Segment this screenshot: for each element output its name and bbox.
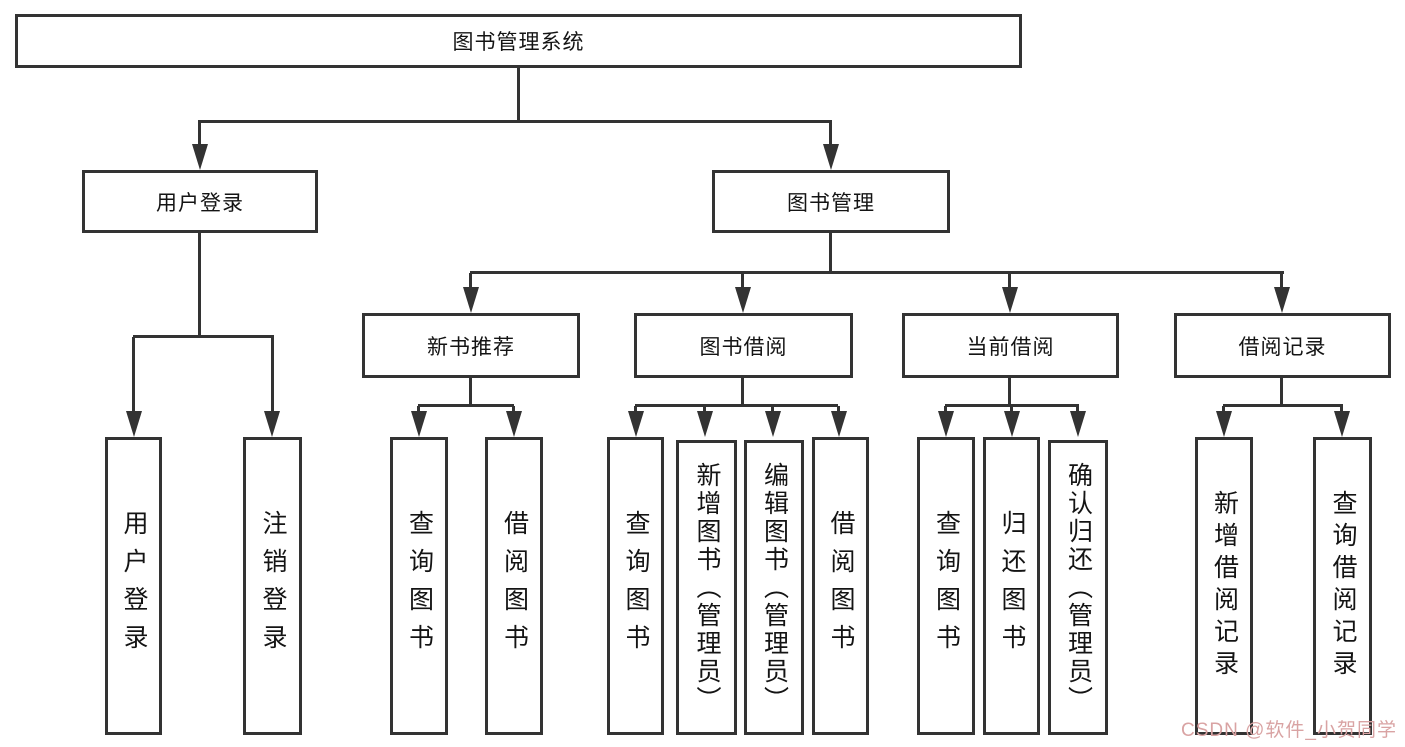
connector-section-stem [741,273,744,291]
node-label: 用户登录 [120,510,148,662]
connector-user-bus [133,335,274,338]
node-label: 注销登录 [259,510,287,662]
arrow-down-icon [192,144,208,170]
node-label: 编辑图书（管理员） [760,461,789,714]
node-logout: 注销登录 [243,437,302,735]
connector-section4-bus [1223,404,1343,407]
node-label: 查询图书 [932,510,961,662]
node-label: 确认归还（管理员） [1064,461,1093,714]
connector-section3-down [1008,378,1011,407]
connector-leaf-stem [944,406,947,415]
connector-leaf-stem [1222,406,1225,415]
connector-section1-bus [418,404,514,407]
arrow-down-icon [1334,411,1350,437]
arrow-down-icon [697,411,713,437]
arrow-down-icon [1274,287,1290,313]
arrow-down-icon [1002,287,1018,313]
connector-leaf-stem [634,406,637,415]
node-book-borrowing: 图书借阅 [634,313,853,378]
node-return-book: 归还图书 [983,437,1040,735]
connector-section4-down [1280,378,1283,407]
node-query-books-2: 查询图书 [607,437,664,735]
connector-user-child-stem [271,337,274,415]
connector-leaf-stem [771,406,774,415]
connector-book-down [829,233,832,273]
connector-leaf-stem [512,406,515,415]
connector-section-stem [469,273,472,291]
connector-book-bus [470,271,1284,274]
arrow-down-icon [411,411,427,437]
node-label: 新增借阅记录 [1210,490,1239,682]
node-label: 新书推荐 [427,335,515,359]
node-query-borrow-record: 查询借阅记录 [1313,437,1372,735]
node-user-login-label: 用户登录 [156,191,244,215]
node-label: 借阅图书 [827,510,855,662]
node-label: 新增图书（管理员） [693,461,721,714]
node-borrowing-records: 借阅记录 [1174,313,1391,378]
connector-root-stem [517,68,520,122]
node-label: 查询借阅记录 [1329,490,1357,682]
node-root: 图书管理系统 [15,14,1022,68]
connector-section-stem [1280,273,1283,291]
arrow-down-icon [126,411,142,437]
connector-leaf-stem [703,406,706,415]
arrow-down-icon [1216,411,1232,437]
node-user-login: 用户登录 [82,170,318,233]
arrow-down-icon [823,144,839,170]
node-new-book-recommendation: 新书推荐 [362,313,580,378]
node-label: 当前借阅 [966,335,1055,359]
node-edit-book-admin: 编辑图书（管理员） [744,440,804,735]
node-current-borrowing: 当前借阅 [902,313,1119,378]
connector-section3-bus [945,404,1079,407]
connector-section2-bus [635,404,838,407]
arrow-down-icon [1070,411,1086,437]
node-user-login-leaf: 用户登录 [105,437,162,735]
connector-section1-down [469,378,472,407]
node-label: 查询图书 [405,510,434,662]
arrow-down-icon [506,411,522,437]
arrow-down-icon [735,287,751,313]
node-book-management-label: 图书管理 [787,191,875,215]
csdn-watermark: CSDN @软件_小贺同学 [1181,720,1397,741]
node-label: 借阅图书 [500,510,529,662]
node-add-book-admin: 新增图书（管理员） [676,440,737,735]
node-query-books-3: 查询图书 [917,437,975,735]
node-root-label: 图书管理系统 [452,31,585,54]
arrow-down-icon [831,411,847,437]
connector-leaf-stem [837,406,840,415]
connector-leaf-stem [417,406,420,415]
connector-book-stem [829,122,832,150]
node-borrow-books-2: 借阅图书 [812,437,869,735]
node-add-borrow-record: 新增借阅记录 [1195,437,1253,735]
arrow-down-icon [1004,411,1020,437]
arrow-down-icon [463,287,479,313]
connector-leaf-stem [1010,406,1013,415]
arrow-down-icon [938,411,954,437]
arrow-down-icon [264,411,280,437]
node-borrow-books-1: 借阅图书 [485,437,543,735]
connector-section2-down [741,378,744,407]
connector-root-bus [198,120,832,123]
connector-leaf-stem [1340,406,1343,415]
node-label: 借阅记录 [1238,335,1327,359]
node-confirm-return-admin: 确认归还（管理员） [1048,440,1108,735]
node-label: 图书借阅 [699,335,788,359]
node-label: 归还图书 [998,510,1026,662]
node-label: 查询图书 [622,510,650,662]
connector-user-stem [198,122,201,150]
connector-user-child-stem [132,337,135,415]
connector-section-stem [1008,273,1011,291]
arrow-down-icon [628,411,644,437]
node-query-books-1: 查询图书 [390,437,448,735]
connector-leaf-stem [1076,406,1079,415]
connector-user-down [198,233,201,337]
node-book-management: 图书管理 [712,170,950,233]
arrow-down-icon [765,411,781,437]
